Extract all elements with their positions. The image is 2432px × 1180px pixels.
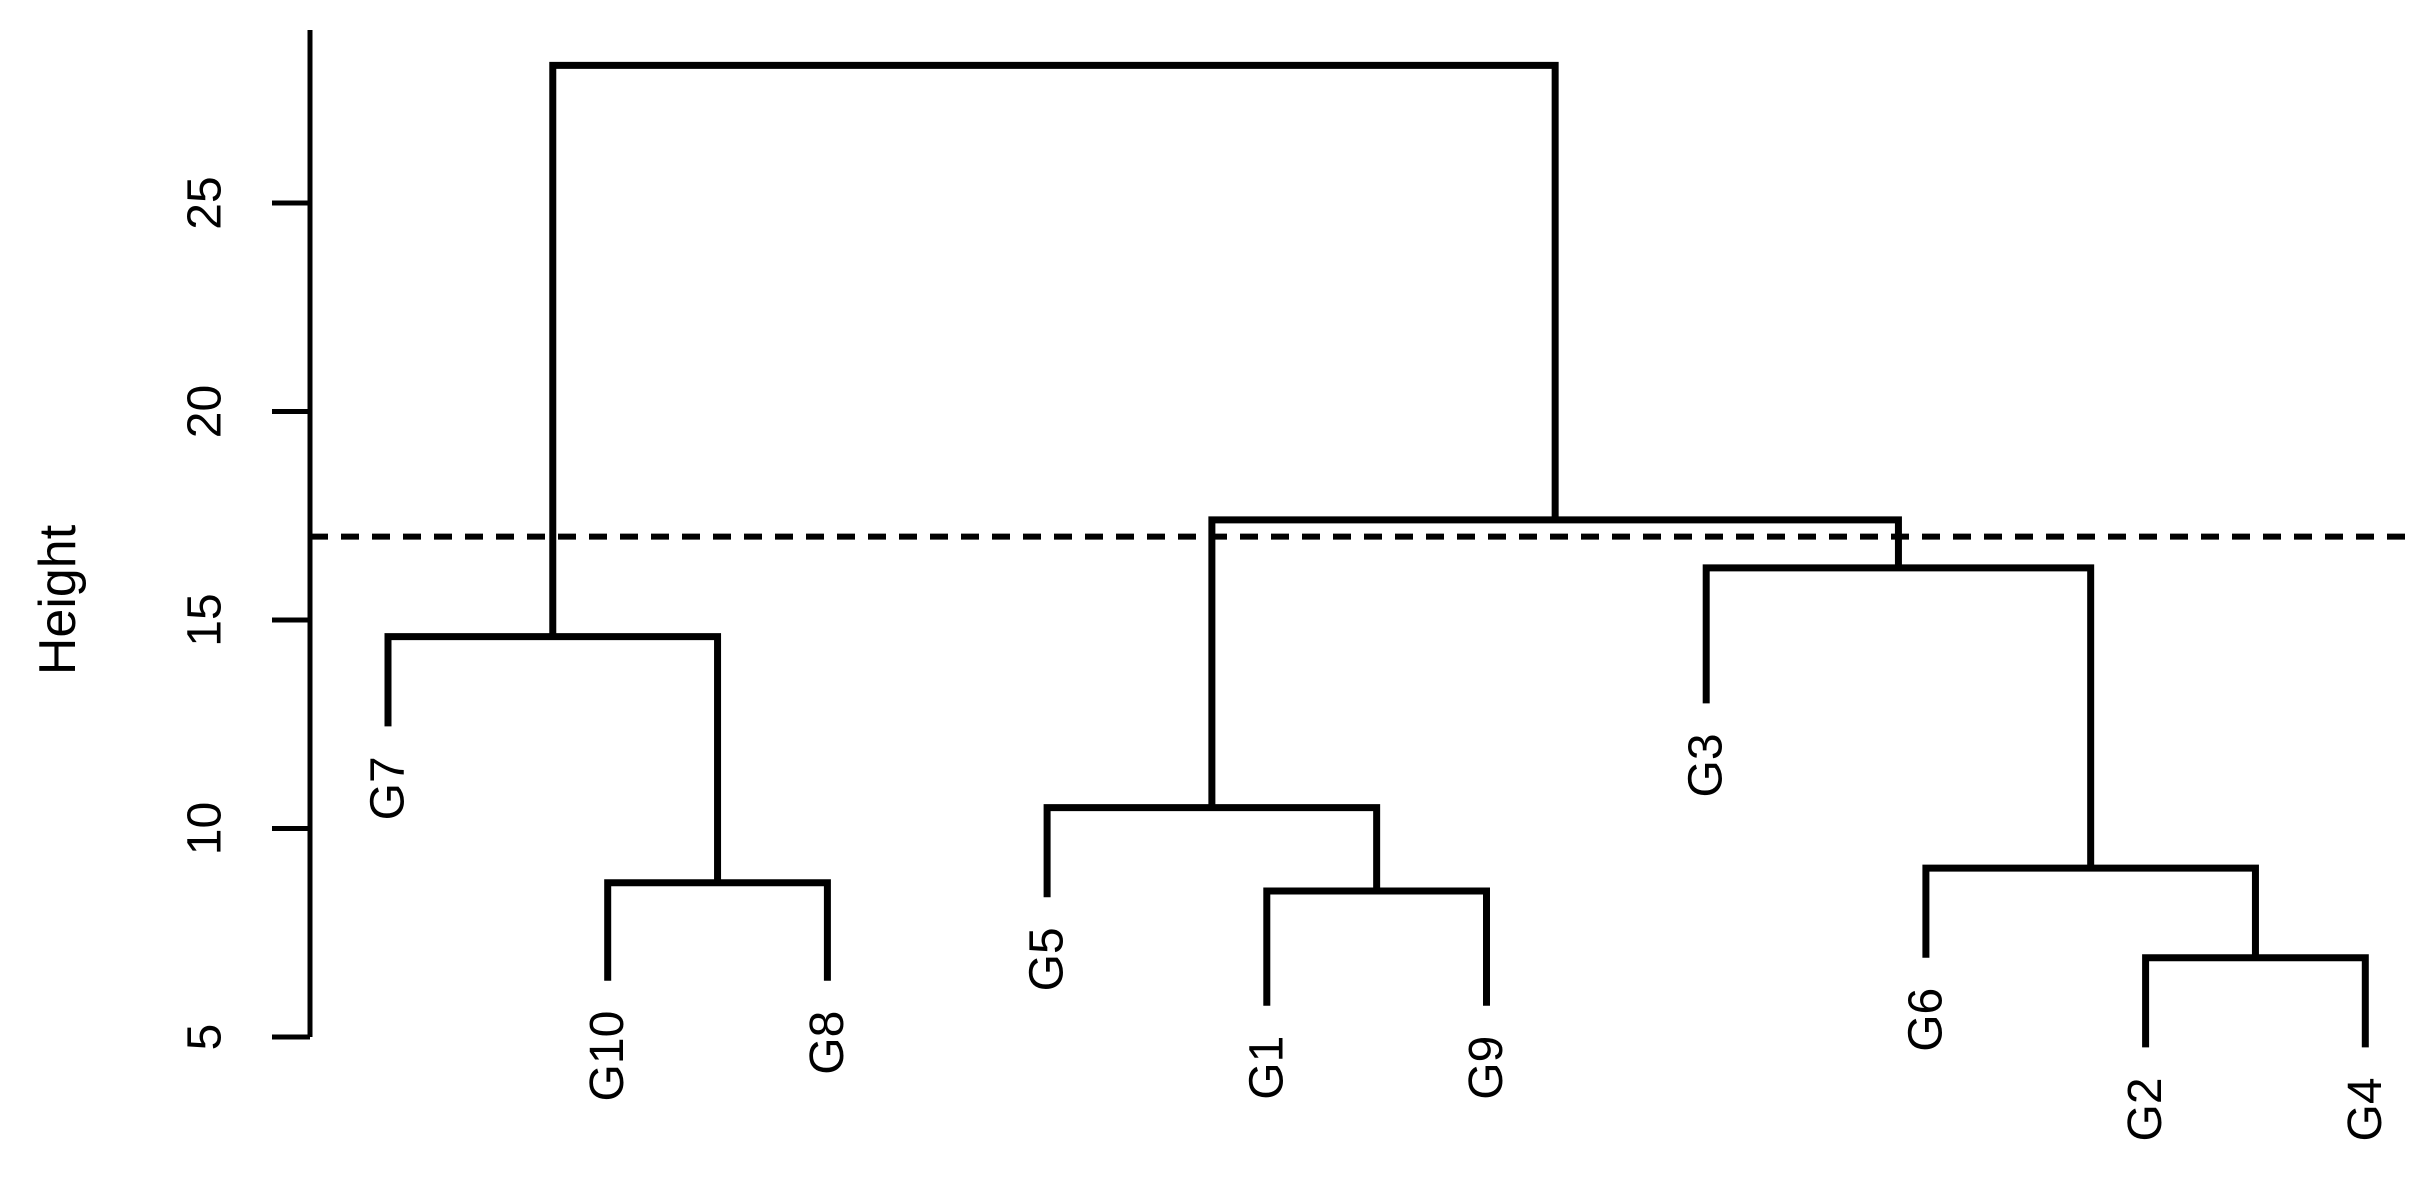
y-tick-label: 5 — [179, 1024, 232, 1051]
y-tick-label: 25 — [179, 176, 232, 229]
leaf-label-G10: G10 — [581, 1011, 634, 1102]
leaf-label-G8: G8 — [801, 1011, 854, 1075]
y-tick-label: 20 — [179, 385, 232, 438]
cluster-link-m6 — [384, 633, 722, 883]
cluster-link-m2 — [1263, 887, 1490, 1006]
leaf-label-G9: G9 — [1460, 1036, 1513, 1100]
leaf-label-G1: G1 — [1240, 1036, 1293, 1100]
leaf-label-G2: G2 — [2119, 1077, 2172, 1141]
cluster-link-m8 — [1208, 516, 1902, 808]
cluster-link-m4 — [1922, 864, 2259, 958]
y-tick-label: 10 — [179, 802, 232, 855]
leaf-label-G3: G3 — [1680, 733, 1733, 797]
y-axis-title: Height — [29, 524, 87, 676]
leaf-label-G4: G4 — [2339, 1077, 2392, 1141]
cluster-link-m1 — [2142, 954, 2369, 1048]
cluster-link-m5 — [1043, 804, 1381, 898]
cluster-link-m3 — [604, 879, 831, 981]
leaf-label-G6: G6 — [1899, 988, 1952, 1052]
cluster-link-m7 — [1702, 564, 2095, 869]
cluster-link-m9 — [549, 61, 1559, 637]
leaf-label-G7: G7 — [362, 756, 415, 820]
y-tick-label: 15 — [179, 593, 232, 646]
leaf-label-G5: G5 — [1021, 927, 1074, 991]
